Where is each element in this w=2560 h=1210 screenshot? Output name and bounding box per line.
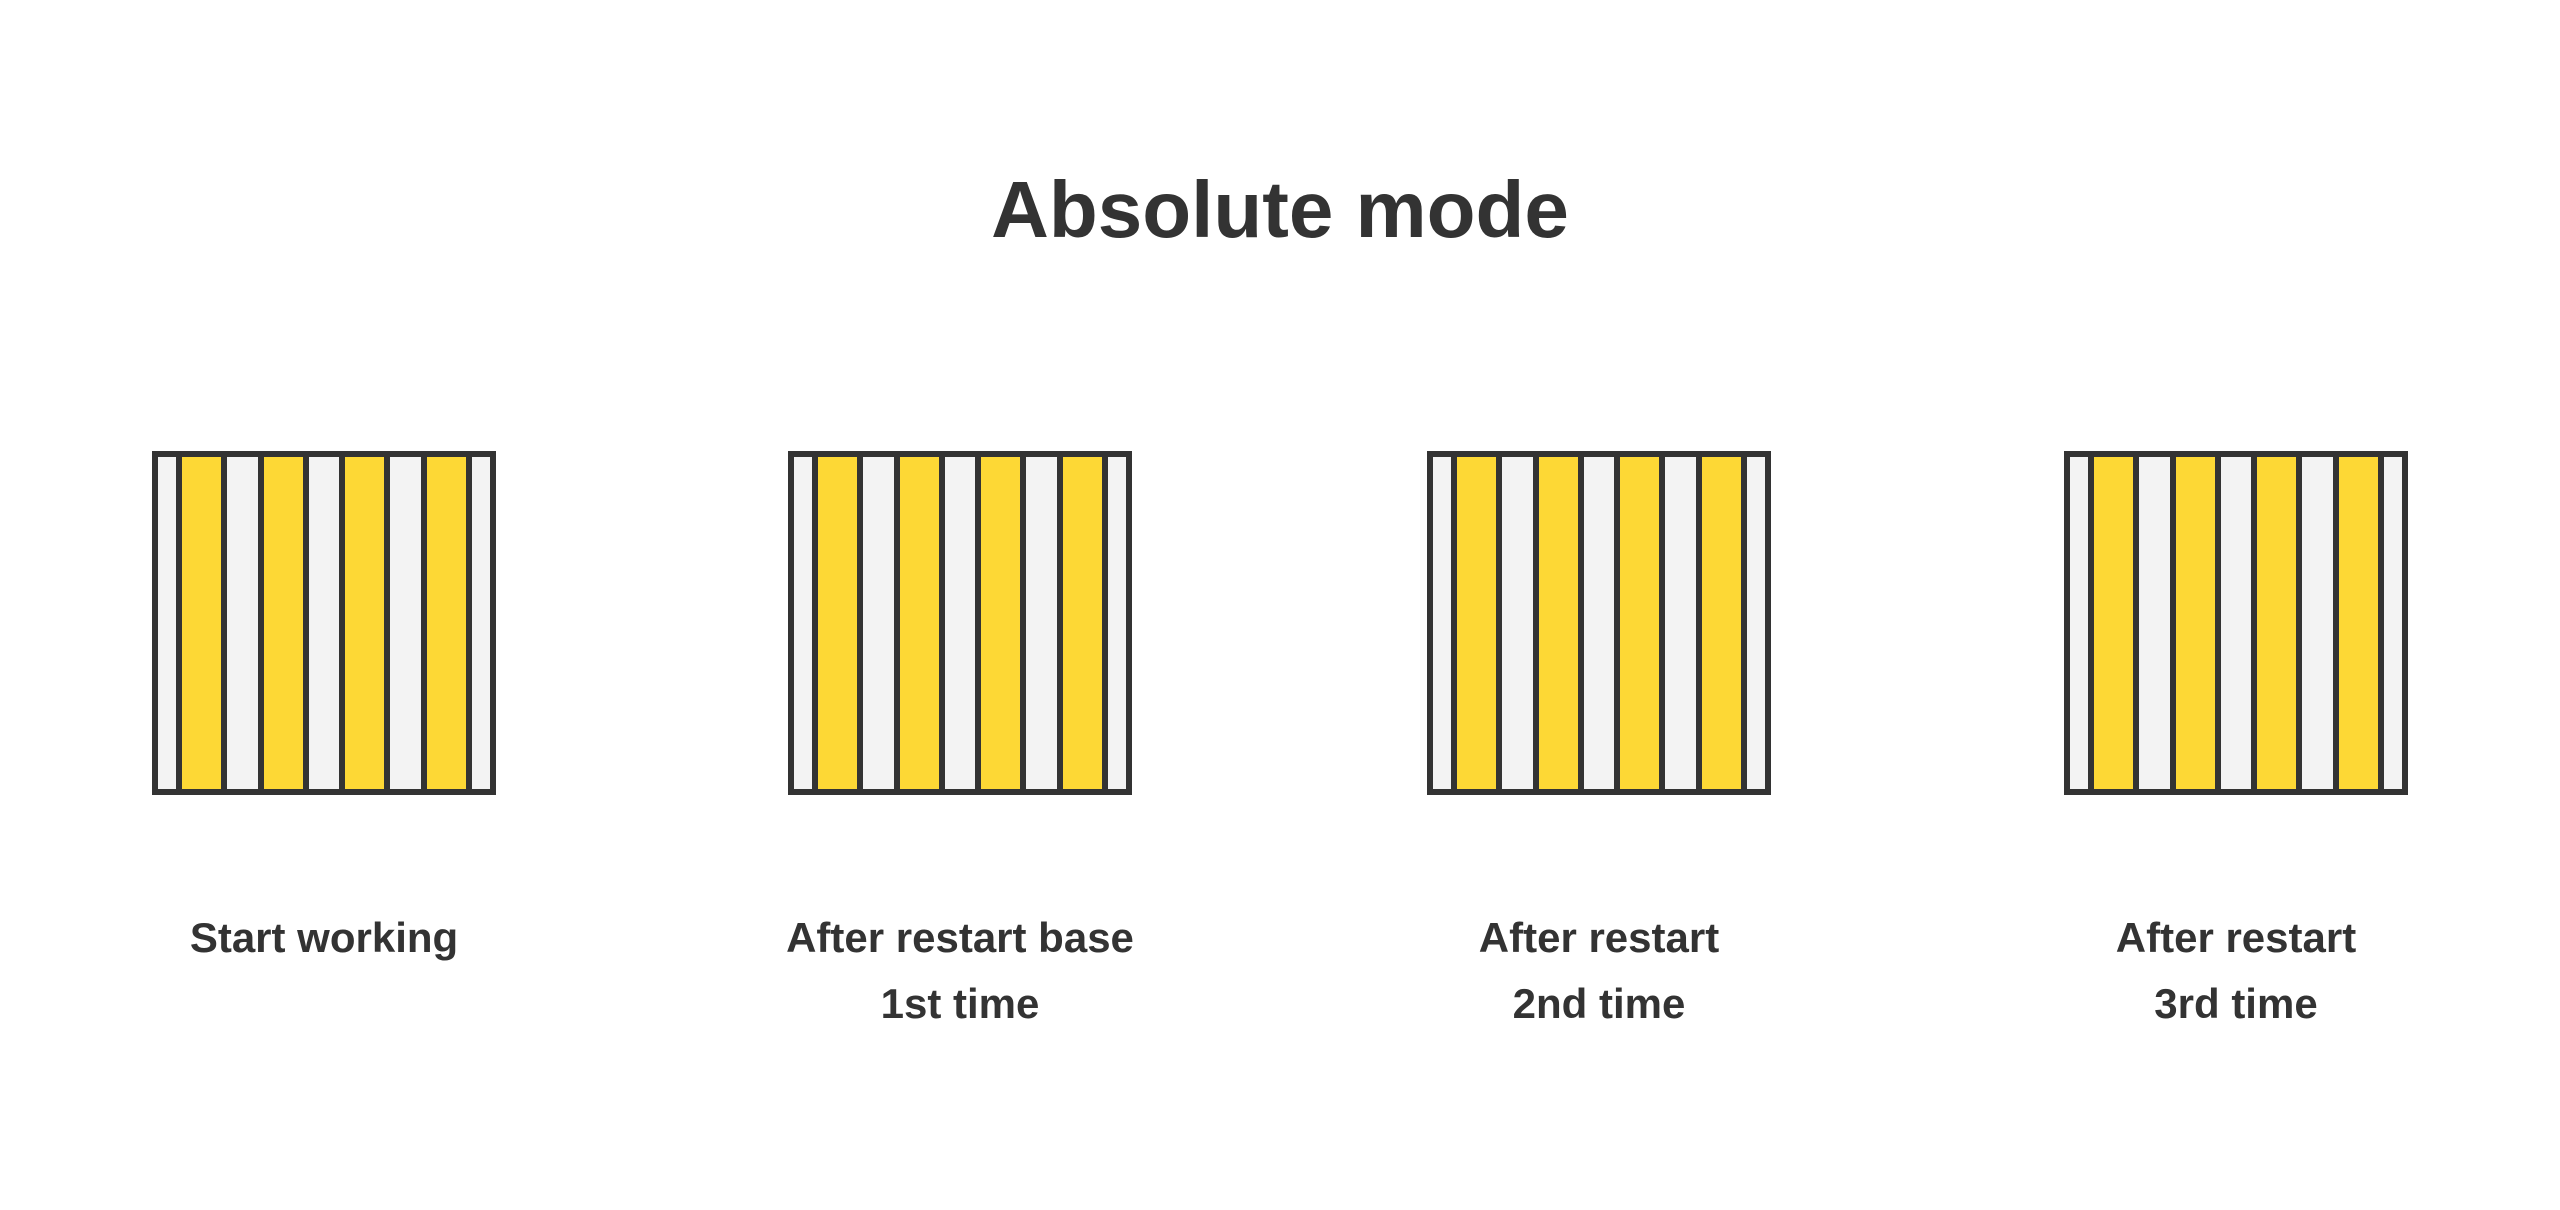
label-line-1: After restart base	[786, 914, 1134, 961]
empty-stripe	[2139, 457, 2170, 789]
panel-restart-3rd: After restart 3rd time	[1936, 451, 2536, 1037]
stripe-box	[152, 451, 496, 795]
empty-stripe	[2220, 457, 2252, 789]
filled-stripe	[2338, 457, 2378, 789]
stripe-box	[1427, 451, 1771, 795]
panel-restart-2nd: After restart 2nd time	[1299, 451, 1899, 1037]
empty-stripe	[944, 457, 976, 789]
empty-stripe	[308, 457, 340, 789]
empty-stripe	[227, 457, 258, 789]
panel-label: After restart base 1st time	[786, 905, 1134, 1037]
filled-stripe	[2094, 457, 2134, 789]
panel-label: Start working	[190, 905, 458, 971]
panel-start-working: Start working	[24, 451, 624, 971]
filled-stripe	[263, 457, 303, 789]
filled-stripe	[345, 457, 385, 789]
filled-stripe	[1538, 457, 1578, 789]
label-line-2: 2nd time	[1512, 980, 1686, 1027]
empty-stripe	[1665, 457, 1696, 789]
filled-stripe	[1620, 457, 1660, 789]
filled-stripe	[426, 457, 466, 789]
empty-stripe	[2383, 457, 2403, 789]
panel-label: After restart 3rd time	[2116, 905, 2356, 1037]
diagram-title: Absolute mode	[991, 165, 1569, 254]
stripe-box	[788, 451, 1132, 795]
filled-stripe	[182, 457, 222, 789]
empty-stripe	[1433, 457, 1452, 789]
empty-stripe	[2070, 457, 2089, 789]
filled-stripe	[2257, 457, 2297, 789]
empty-stripe	[1746, 457, 1766, 789]
filled-stripe	[1062, 457, 1102, 789]
label-line-2: 3rd time	[2154, 980, 2318, 1027]
empty-stripe	[158, 457, 177, 789]
empty-stripe	[1026, 457, 1057, 789]
label-line-2: 1st time	[880, 980, 1040, 1027]
filled-stripe	[981, 457, 1021, 789]
empty-stripe	[1502, 457, 1533, 789]
label-line-1: Start working	[189, 914, 459, 961]
filled-stripe	[1701, 457, 1741, 789]
empty-stripe	[471, 457, 491, 789]
empty-stripe	[1583, 457, 1615, 789]
filled-stripe	[1457, 457, 1497, 789]
label-line-1: After restart	[1478, 914, 1720, 961]
empty-stripe	[1107, 457, 1127, 789]
panel-label: After restart 2nd time	[1479, 905, 1719, 1037]
filled-stripe	[2175, 457, 2215, 789]
stripe-box	[2064, 451, 2408, 795]
empty-stripe	[794, 457, 813, 789]
label-line-1: After restart	[2115, 914, 2357, 961]
filled-stripe	[899, 457, 939, 789]
empty-stripe	[863, 457, 894, 789]
filled-stripe	[818, 457, 858, 789]
panel-restart-1st: After restart base 1st time	[660, 451, 1260, 1037]
empty-stripe	[390, 457, 421, 789]
empty-stripe	[2302, 457, 2333, 789]
